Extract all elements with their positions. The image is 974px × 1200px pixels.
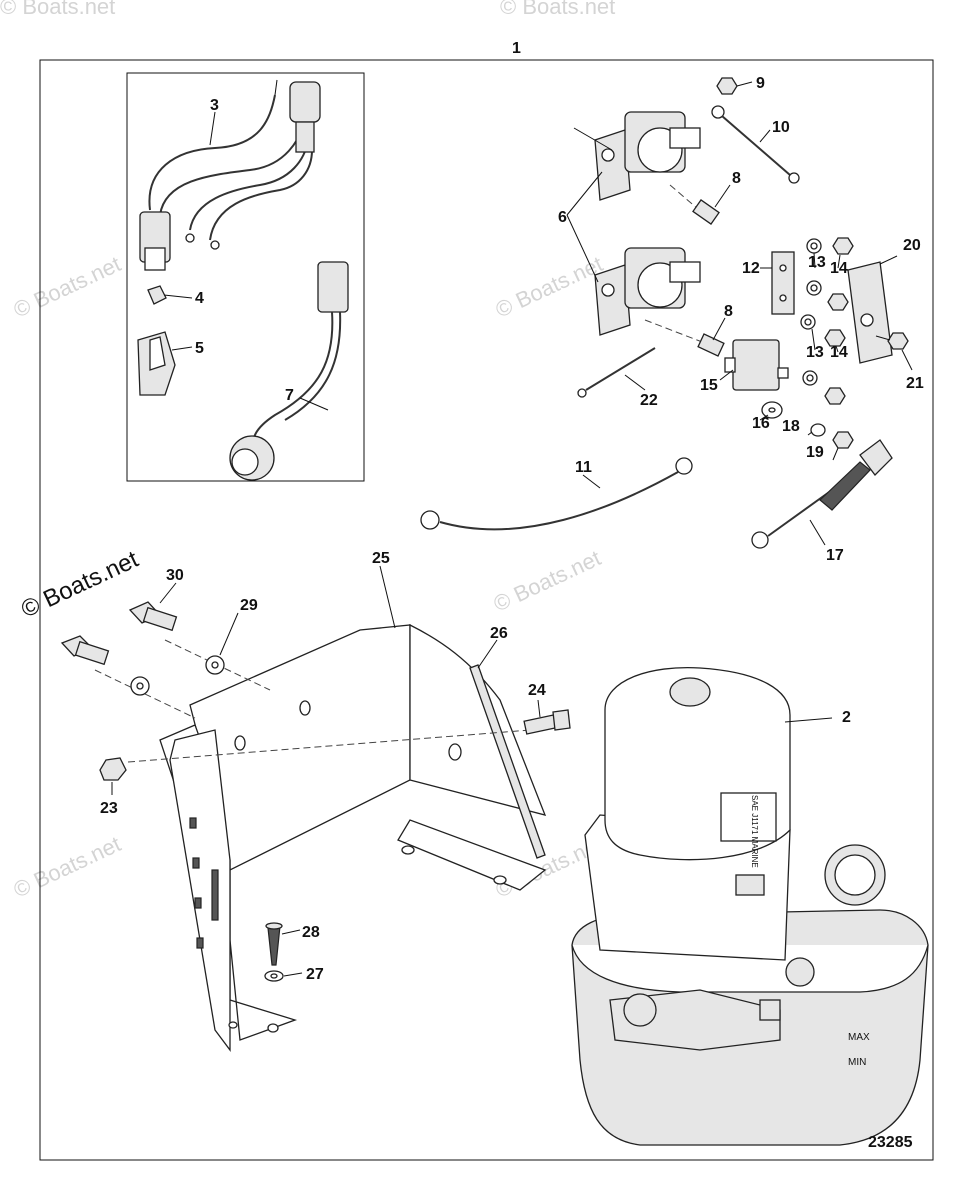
solenoid-upper xyxy=(594,111,701,201)
washers-nuts-13-14 xyxy=(800,237,854,405)
watermark: © Boats.net xyxy=(500,0,615,19)
leader-lines xyxy=(111,81,913,977)
bolts-8 xyxy=(644,184,725,357)
callout-nut: 23 xyxy=(100,800,118,817)
callout-wire-harness: 3 xyxy=(210,97,219,114)
battery-cable-17 xyxy=(751,439,893,549)
callout-washer: 27 xyxy=(306,966,324,983)
washer-16 xyxy=(761,401,783,419)
fuse-holder xyxy=(137,331,176,396)
callout-bolt: 24 xyxy=(528,682,546,699)
washer-29 xyxy=(205,655,225,675)
callout-nut: 14 xyxy=(830,260,848,277)
watermark: © Boats.net xyxy=(490,545,605,616)
callout-nut: 19 xyxy=(806,444,824,461)
callout-ground-wire: 11 xyxy=(575,459,592,476)
bolt-left xyxy=(60,635,110,666)
nut-19 xyxy=(832,431,854,449)
bracket-25 xyxy=(159,623,547,1052)
jumper-wire-10 xyxy=(711,105,800,184)
callout-lock-washer: 18 xyxy=(782,418,800,435)
nut-9 xyxy=(716,77,738,95)
watermark-dark: © Boats.net xyxy=(17,546,143,624)
min-mark: MIN xyxy=(848,1057,866,1068)
wire-22 xyxy=(577,347,656,398)
callout-battery-cable: 17 xyxy=(826,547,844,564)
callout-pump-motor: 2 xyxy=(842,709,851,726)
callout-bolt: 30 xyxy=(166,567,184,584)
callout-washer: 16 xyxy=(752,415,770,432)
callout-screw: 28 xyxy=(302,924,320,941)
callout-nut: 9 xyxy=(756,75,765,92)
cover-20 xyxy=(847,261,893,364)
max-mark: MAX xyxy=(848,1032,870,1043)
strip-26 xyxy=(469,664,546,859)
nut-23 xyxy=(99,757,127,781)
washer-27 xyxy=(264,970,284,982)
wire-harness xyxy=(139,79,321,271)
callout-washer: 13 xyxy=(808,254,826,271)
callout-washer: 29 xyxy=(240,597,258,614)
watermark: © Boats.net xyxy=(10,831,125,902)
watermark: © Boats.net xyxy=(10,251,125,322)
plate-12 xyxy=(771,251,795,315)
callout-bracket: 25 xyxy=(372,550,390,567)
circuit-breaker-15 xyxy=(724,339,789,391)
callout-fuse: 4 xyxy=(195,290,204,307)
callout-plate: 12 xyxy=(742,260,760,277)
washer-left xyxy=(130,676,150,696)
callout-sensor-harness: 7 xyxy=(285,387,294,404)
watermark: © Boats.net xyxy=(492,251,607,322)
bolt-24 xyxy=(523,709,571,735)
bolt-30 xyxy=(128,601,178,632)
callout-screw: 21 xyxy=(906,375,924,392)
motor-label: SAE J1171 MARINE xyxy=(750,795,759,868)
callout-solenoid: 6 xyxy=(558,209,567,226)
screw-21 xyxy=(875,332,909,350)
callout-jumper-wire: 10 xyxy=(772,119,790,136)
callout-bolt: 8 xyxy=(732,170,741,187)
pump-motor-2: SAE J1171 MARINE MAX MIN xyxy=(571,666,929,1146)
diagram-frame xyxy=(39,59,934,1161)
harness-kit-frame xyxy=(126,72,365,482)
callout-washer: 13 xyxy=(806,344,824,361)
callout-fuse-holder: 5 xyxy=(195,340,204,357)
lock-washer-18 xyxy=(810,423,826,437)
figure-number: 23285 xyxy=(868,1134,913,1151)
assembly-callout: 1 xyxy=(512,40,521,57)
screw-28 xyxy=(265,922,283,966)
callout-strip: 26 xyxy=(490,625,508,642)
callout-circuit-breaker: 15 xyxy=(700,377,718,394)
callout-nut: 14 xyxy=(830,344,848,361)
sensor-harness xyxy=(229,261,349,481)
callout-bolt: 8 xyxy=(724,303,733,320)
solenoid-lower xyxy=(594,247,701,336)
callout-cover: 20 xyxy=(903,237,921,254)
mounting-axis xyxy=(127,729,531,763)
fuse xyxy=(147,285,167,305)
ground-wire-11 xyxy=(420,457,693,531)
callout-wire: 22 xyxy=(640,392,658,409)
watermark: © Boats.net xyxy=(0,0,115,19)
